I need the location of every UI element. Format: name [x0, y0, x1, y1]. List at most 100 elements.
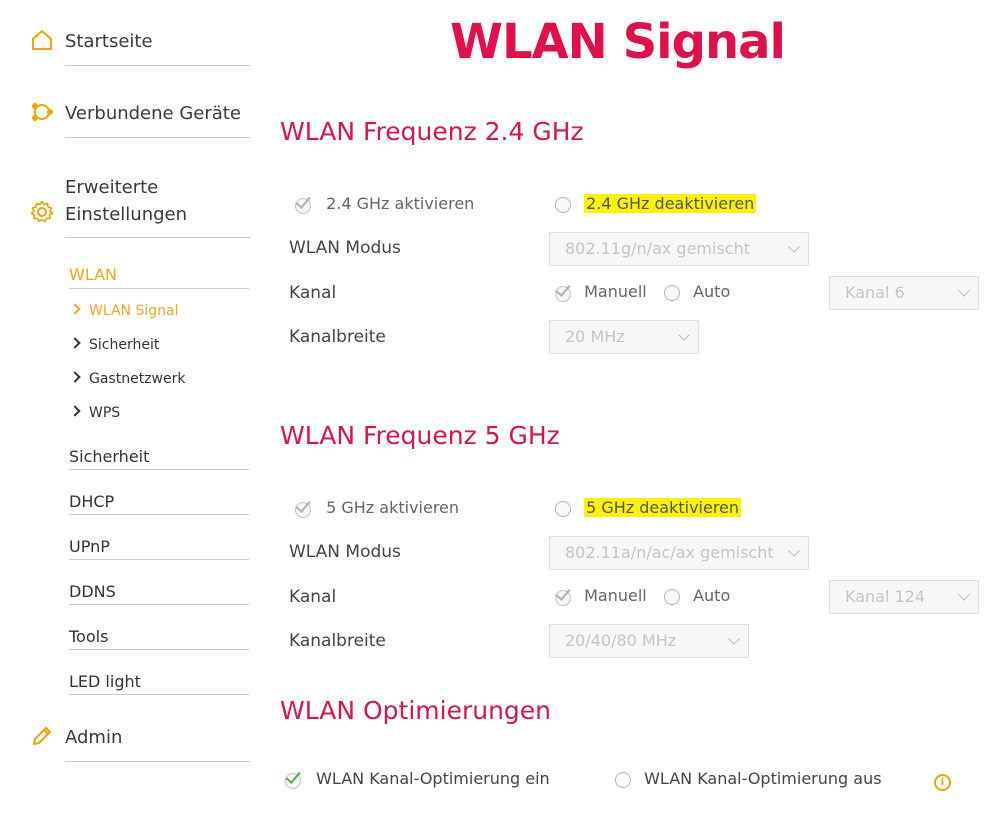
section-title-optim: WLAN Optimierungen [280, 696, 552, 725]
radio-24-auto-label: Auto [693, 282, 731, 301]
nav-group-upnp[interactable]: UPnP [69, 537, 249, 560]
radio-icon [664, 284, 680, 301]
radio-optim-on-label: WLAN Kanal-Optimierung ein [316, 769, 550, 788]
home-icon [32, 30, 52, 50]
divider [69, 469, 249, 470]
chevron-down-icon [958, 589, 970, 601]
nav-group-dhcp[interactable]: DHCP [69, 492, 249, 515]
select-5-mode-value: 802.11a/n/ac/ax gemischt [565, 543, 774, 562]
radio-5-auto-label: Auto [693, 586, 731, 605]
label-5-width: Kanalbreite [289, 631, 386, 651]
nav-erweiterte-label-1: Erweiterte [65, 177, 159, 198]
divider [65, 137, 250, 138]
select-24-width[interactable]: 20 MHz [549, 320, 699, 354]
select-24-width-value: 20 MHz [565, 327, 625, 346]
divider [65, 237, 250, 238]
chevron-right-icon [69, 303, 81, 315]
radio-icon [555, 196, 571, 213]
nav-group-label: LED light [69, 672, 141, 691]
radio-24-disable-label: 2.4 GHz deaktivieren [584, 194, 757, 213]
label-24-mode: WLAN Modus [289, 238, 401, 258]
radio-5-manual-label: Manuell [584, 586, 647, 605]
subnav-wlan-signal[interactable]: WLAN Signal [69, 303, 179, 319]
nav-group-led-light[interactable]: LED light [69, 672, 249, 695]
checked-radio-icon [295, 192, 313, 214]
radio-optim-on[interactable]: WLAN Kanal-Optimierung ein [285, 767, 550, 789]
info-icon[interactable]: i [934, 774, 951, 791]
chevron-down-icon [958, 285, 970, 297]
radio-5-disable[interactable]: 5 GHz deaktivieren [555, 498, 742, 517]
nav-group-label: DHCP [69, 492, 115, 511]
divider [69, 649, 249, 650]
select-5-width[interactable]: 20/40/80 MHz [549, 624, 749, 658]
radio-24-disable[interactable]: 2.4 GHz deaktivieren [555, 194, 757, 213]
radio-24-manual-label: Manuell [584, 282, 647, 301]
radio-5-enable[interactable]: 5 GHz aktivieren [295, 496, 460, 518]
select-24-channel[interactable]: Kanal 6 [829, 276, 979, 310]
select-5-width-value: 20/40/80 MHz [565, 631, 677, 650]
subnav-gastnetzwerk-label: Gastnetzwerk [89, 371, 186, 387]
label-5-channel: Kanal [289, 587, 337, 607]
divider [65, 65, 250, 66]
select-5-mode[interactable]: 802.11a/n/ac/ax gemischt [549, 536, 809, 570]
nav-admin-label: Admin [65, 727, 123, 748]
gear-icon [30, 200, 54, 223]
radio-24-manual[interactable]: Manuell [555, 280, 647, 302]
chevron-down-icon [788, 241, 800, 253]
radio-24-enable[interactable]: 2.4 GHz aktivieren [295, 192, 475, 214]
chevron-down-icon [728, 633, 740, 645]
subnav-wlan-signal-label: WLAN Signal [89, 303, 179, 319]
subnav-gastnetzwerk[interactable]: Gastnetzwerk [69, 371, 186, 387]
checked-radio-icon [555, 280, 573, 302]
radio-optim-off-label: WLAN Kanal-Optimierung aus [644, 769, 882, 788]
nav-group-label: Sicherheit [69, 447, 150, 466]
nav-group-tools[interactable]: Tools [69, 627, 249, 650]
radio-5-manual[interactable]: Manuell [555, 584, 647, 606]
pencil-icon [33, 727, 51, 745]
page-title: WLAN Signal [450, 14, 786, 70]
radio-24-enable-label: 2.4 GHz aktivieren [326, 194, 475, 213]
label-5-mode: WLAN Modus [289, 542, 401, 562]
chevron-right-icon [69, 337, 81, 349]
subnav-sicherheit-label: Sicherheit [89, 337, 160, 353]
nav-section-wlan[interactable]: WLAN [69, 265, 249, 289]
checked-radio-icon [555, 584, 573, 606]
subnav-sicherheit[interactable]: Sicherheit [69, 337, 160, 353]
divider [69, 559, 249, 560]
nav-group-ddns[interactable]: DDNS [69, 582, 249, 605]
subnav-wps-label: WPS [89, 405, 121, 421]
nav-section-wlan-label: WLAN [69, 265, 118, 284]
divider [65, 761, 250, 762]
divider [69, 694, 249, 695]
section-title-24ghz: WLAN Frequenz 2.4 GHz [280, 117, 584, 146]
devices-icon [32, 103, 53, 121]
nav-group-sicherheit[interactable]: Sicherheit [69, 447, 249, 470]
select-5-channel[interactable]: Kanal 124 [829, 580, 979, 614]
checked-radio-icon [295, 496, 313, 518]
chevron-down-icon [678, 329, 690, 341]
checked-radio-icon [285, 767, 303, 789]
label-24-channel: Kanal [289, 283, 337, 303]
radio-5-auto[interactable]: Auto [664, 586, 730, 605]
subnav-wps[interactable]: WPS [69, 405, 121, 421]
chevron-right-icon [69, 371, 81, 383]
radio-icon [555, 500, 571, 517]
select-24-mode[interactable]: 802.11g/n/ax gemischt [549, 232, 809, 266]
select-24-mode-value: 802.11g/n/ax gemischt [565, 239, 750, 258]
nav-group-label: UPnP [69, 537, 110, 556]
radio-optim-off[interactable]: WLAN Kanal-Optimierung aus [615, 769, 882, 788]
radio-icon [615, 771, 631, 788]
label-24-width: Kanalbreite [289, 327, 386, 347]
radio-5-enable-label: 5 GHz aktivieren [326, 498, 460, 517]
nav-group-label: Tools [69, 627, 109, 646]
chevron-right-icon [69, 405, 81, 417]
select-5-channel-value: Kanal 124 [845, 587, 926, 606]
radio-24-auto[interactable]: Auto [664, 282, 730, 301]
radio-icon [664, 588, 680, 605]
chevron-down-icon [788, 545, 800, 557]
divider [69, 604, 249, 605]
section-title-5ghz: WLAN Frequenz 5 GHz [280, 421, 560, 450]
select-24-channel-value: Kanal 6 [845, 283, 905, 302]
nav-erweiterte-label-2: Einstellungen [65, 204, 188, 225]
divider [69, 514, 249, 515]
